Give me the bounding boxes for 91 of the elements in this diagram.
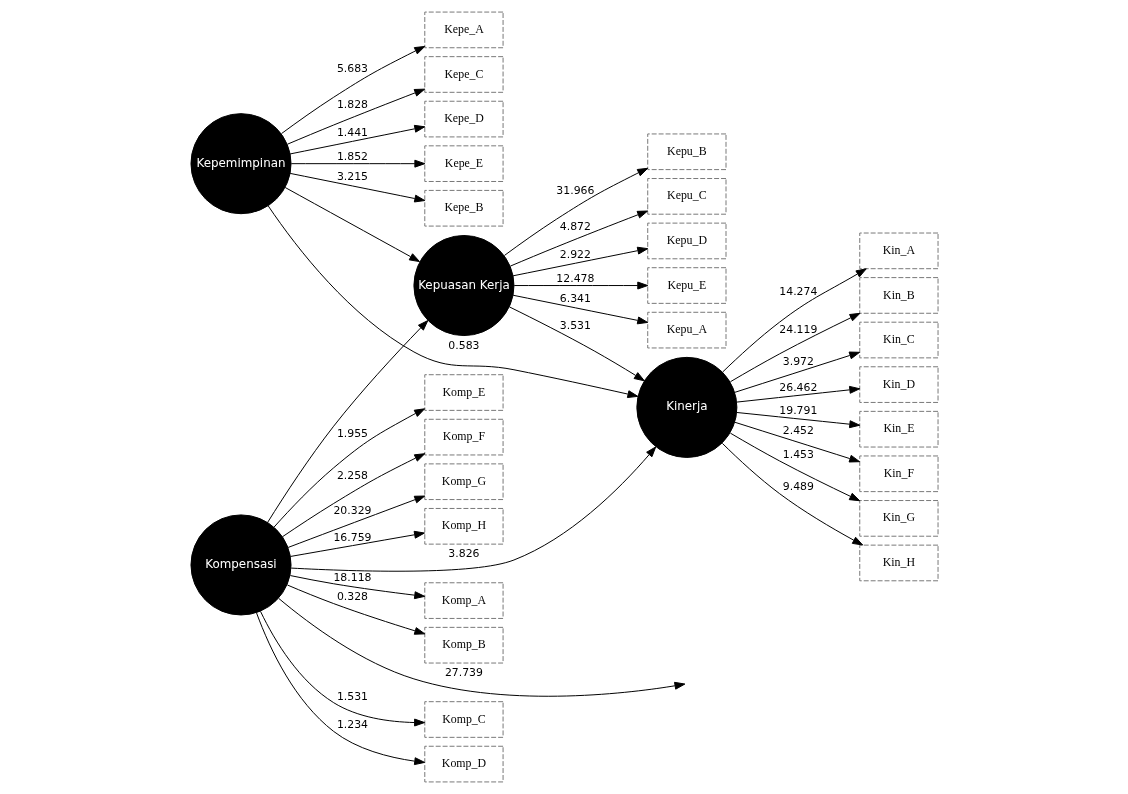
edge-label: 0.328 — [336, 590, 368, 604]
node-box: Kepe_D — [423, 100, 504, 138]
node-box: Kepu_A — [646, 311, 726, 349]
edge-label: 3.826 — [447, 546, 479, 560]
node-box: Komp_D — [423, 745, 504, 783]
node-box: Komp_B — [423, 626, 504, 664]
arrow — [290, 159, 425, 168]
node-box: Komp_H — [423, 507, 504, 545]
edge-label: 20.329 — [332, 504, 371, 518]
arrow — [509, 210, 648, 267]
arrow — [735, 412, 860, 429]
node-box: Kin_G — [858, 500, 939, 537]
node-box: Kin_F — [858, 455, 939, 493]
node-box: Kepu_D — [646, 222, 726, 260]
arrow — [512, 294, 648, 325]
arrow — [289, 124, 425, 155]
edge-label: 6.341 — [559, 292, 591, 306]
node-box: Kin_A — [858, 232, 939, 270]
edge-label: 14.274 — [778, 285, 817, 299]
arrow — [289, 575, 425, 600]
node-circle: Kompensasi — [189, 514, 292, 616]
arrow — [259, 610, 425, 727]
edge-label: 31.966 — [555, 184, 594, 198]
arrow — [503, 167, 648, 256]
edge-label: 16.759 — [332, 530, 371, 544]
edge-label: 1.955 — [336, 426, 368, 440]
node-box: Kin_D — [858, 366, 939, 403]
arrow — [289, 172, 425, 203]
arrow — [733, 351, 860, 393]
edge-label: 0.583 — [447, 338, 479, 352]
arrow — [508, 306, 645, 382]
edge-label: 24.119 — [778, 322, 817, 336]
arrow — [512, 246, 648, 277]
arrow — [513, 281, 648, 290]
edge-label: 4.872 — [559, 219, 591, 233]
edge-label: 9.489 — [782, 480, 814, 494]
arrow — [277, 597, 685, 697]
node-box: Kepe_C — [423, 56, 504, 93]
arrow — [266, 320, 428, 523]
node-box: Kepu_B — [646, 133, 726, 171]
arrow — [287, 495, 425, 548]
edge-label: 18.118 — [332, 570, 371, 584]
edge-label: 3.531 — [559, 318, 591, 332]
arrow — [729, 432, 860, 502]
arrow — [286, 584, 425, 635]
arrow — [255, 612, 425, 766]
edge-label: 12.478 — [555, 272, 594, 286]
arrow — [281, 453, 425, 538]
edge-label: 1.828 — [336, 97, 368, 111]
node-box: Kepu_E — [646, 267, 726, 304]
arrow — [729, 312, 860, 383]
edge-label: 19.791 — [778, 404, 817, 418]
arrow — [733, 421, 860, 463]
edge-label: 1.531 — [336, 689, 368, 703]
edge-label: 1.453 — [782, 447, 814, 461]
node-box: Kepe_E — [423, 145, 504, 182]
arrow — [273, 408, 425, 528]
node-box: Kin_H — [858, 544, 939, 582]
arrow — [735, 385, 860, 403]
node-box: Kepu_C — [646, 178, 726, 215]
arrow — [721, 442, 863, 546]
node-box: Komp_E — [423, 374, 504, 411]
edge-label: 27.739 — [444, 665, 483, 679]
node-box: Komp_G — [423, 463, 504, 501]
arrow — [280, 45, 425, 135]
edge-label: 26.462 — [778, 381, 817, 395]
edge-label: 2.922 — [559, 247, 591, 261]
edge-label: 1.852 — [336, 150, 368, 164]
arrow — [289, 530, 425, 557]
node-box: Kin_B — [858, 277, 939, 314]
arrow — [290, 446, 656, 572]
edge-label: 3.972 — [782, 354, 814, 368]
edge-label: 2.452 — [782, 423, 814, 437]
edge-label: 5.683 — [336, 62, 368, 76]
node-box: Kepe_A — [423, 11, 504, 49]
arrow — [286, 88, 425, 145]
edge-label: 1.234 — [336, 718, 368, 732]
node-circle: Kepuasan Kerja — [412, 235, 514, 337]
edge-label: 2.258 — [336, 468, 368, 482]
node-box: Komp_F — [423, 418, 504, 456]
edge-label: 3.215 — [336, 170, 368, 184]
node-box: Kepe_B — [423, 189, 504, 227]
node-box: Komp_C — [423, 701, 504, 738]
arrow — [284, 186, 420, 263]
arrow — [721, 268, 867, 373]
node-box: Kin_C — [858, 321, 939, 359]
edge-label: 1.441 — [336, 125, 368, 139]
arrow — [267, 205, 638, 399]
node-circle: Kepemimpinan — [189, 113, 292, 215]
node-box: Komp_A — [423, 582, 504, 619]
node-box: Kin_E — [858, 410, 939, 448]
